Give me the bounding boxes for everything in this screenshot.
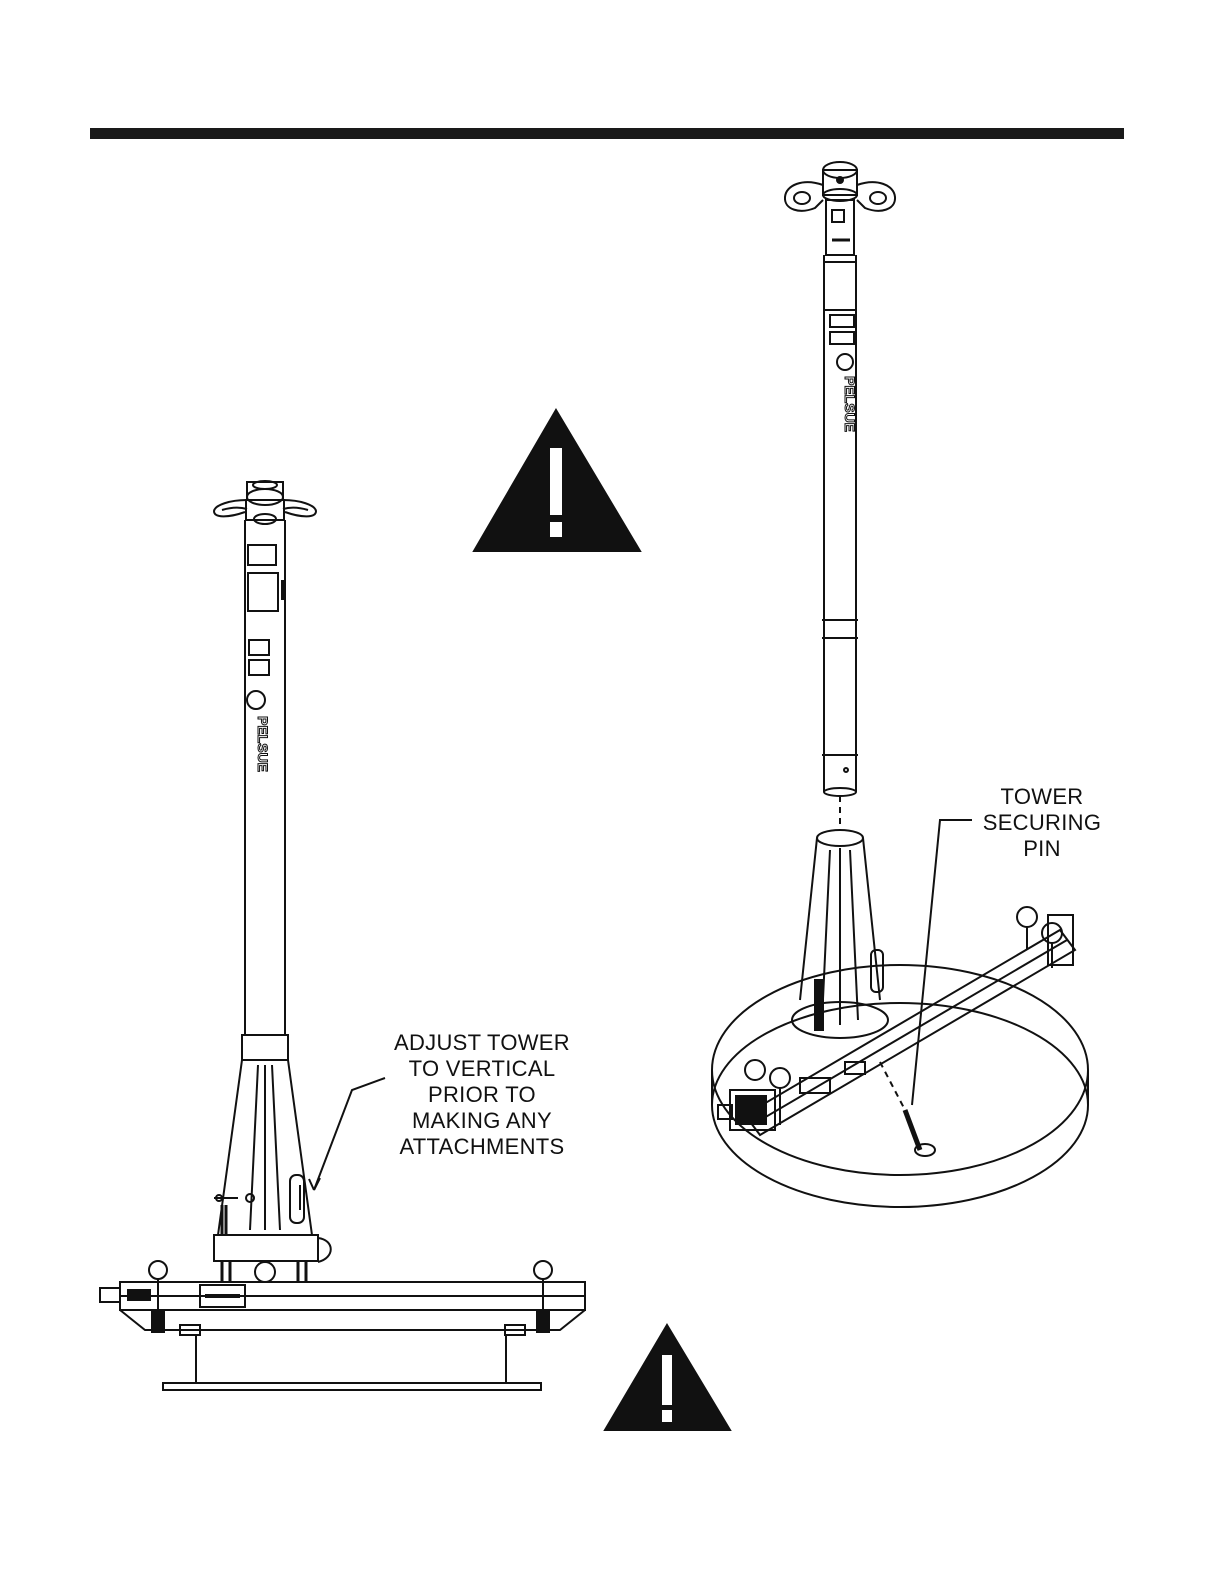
exploded-tower-drawing	[712, 162, 1088, 1207]
assembled-tower-drawing	[100, 481, 585, 1390]
warning-triangle-icon	[474, 410, 640, 551]
warning-triangle-icon	[605, 1325, 730, 1430]
adjust-tower-label: ADJUST TOWER TO VERTICAL PRIOR TO MAKING…	[382, 1030, 582, 1160]
securing-pin-label: TOWER SECURING PIN	[972, 784, 1112, 862]
pelsue-wordmark: PELSUE	[842, 376, 858, 432]
pelsue-wordmark: PELSUE	[255, 716, 271, 772]
